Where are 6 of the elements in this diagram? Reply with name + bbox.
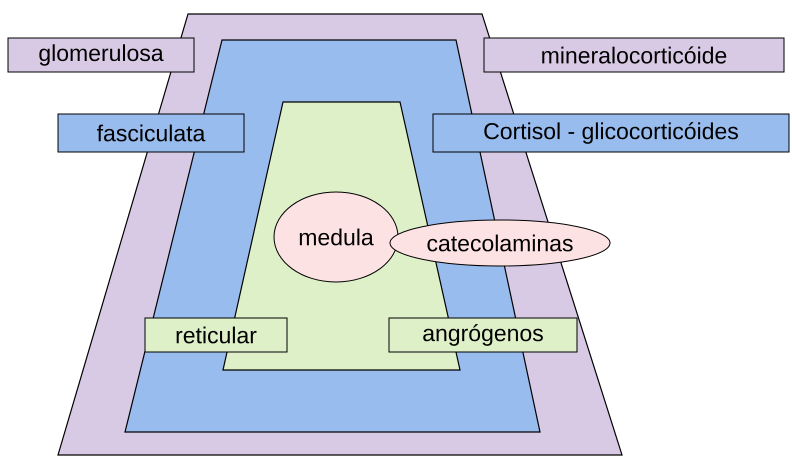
label-box: angrógenos <box>388 318 578 352</box>
label-box: fasciculata <box>58 114 244 152</box>
label-box: Cortisol - glicocorticóides <box>432 114 790 152</box>
label-box: reticular <box>144 318 288 352</box>
label-box: glomerulosa <box>8 38 194 72</box>
label-box: mineralocorticóide <box>484 38 784 72</box>
